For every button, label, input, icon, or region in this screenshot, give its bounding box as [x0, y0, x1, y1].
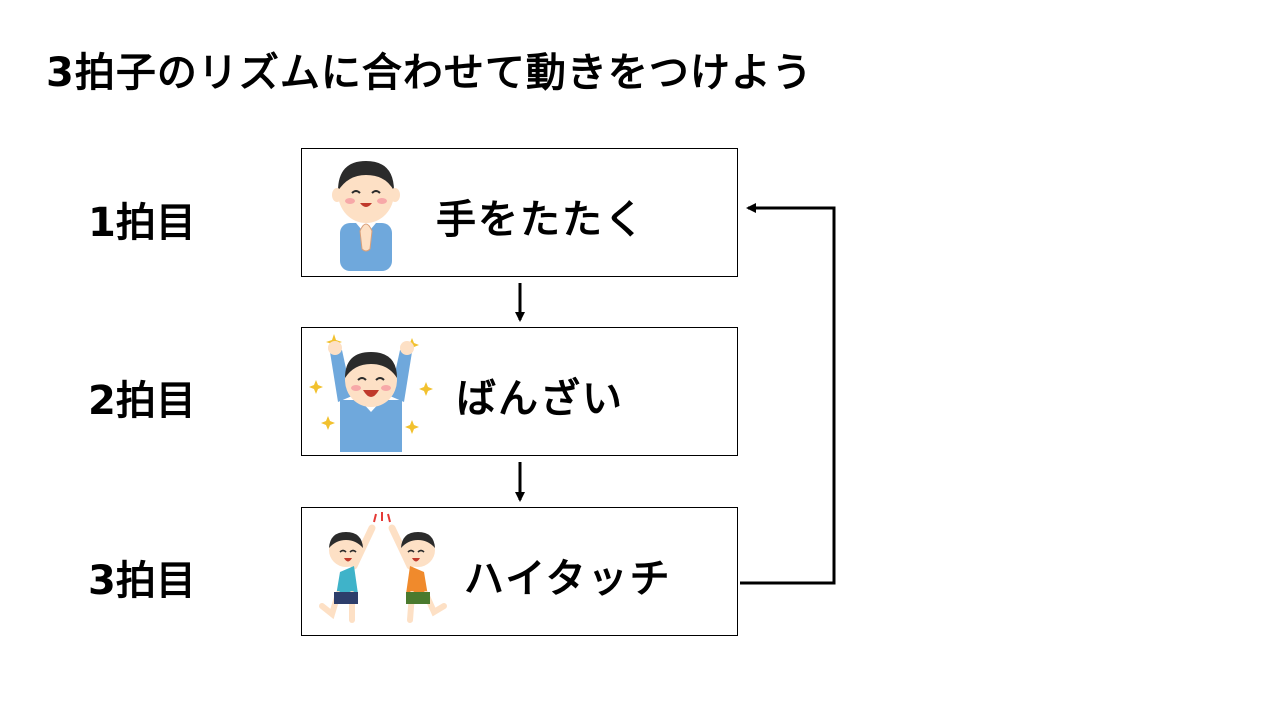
- step-label-3: ハイタッチ: [464, 556, 672, 602]
- step-label-2: ばんざい: [456, 376, 624, 422]
- beat-label-3: 3拍目: [88, 558, 196, 604]
- step-box-2: ばんざい: [301, 327, 738, 456]
- page-title: 3拍子のリズムに合わせて動きをつけよう: [46, 50, 813, 96]
- banzai-boy-icon: [309, 334, 433, 452]
- beat-label-2: 2拍目: [88, 378, 196, 424]
- arrow-loop-back: [740, 203, 836, 585]
- step-label-1: 手をたたく: [436, 197, 646, 243]
- high-five-boys-icon: [319, 512, 447, 623]
- beat-label-1: 1拍目: [88, 200, 196, 246]
- clapping-boy-icon: [332, 161, 400, 271]
- step-box-3: ハイタッチ: [301, 507, 738, 636]
- step-box-1: 手をたたく: [301, 148, 738, 277]
